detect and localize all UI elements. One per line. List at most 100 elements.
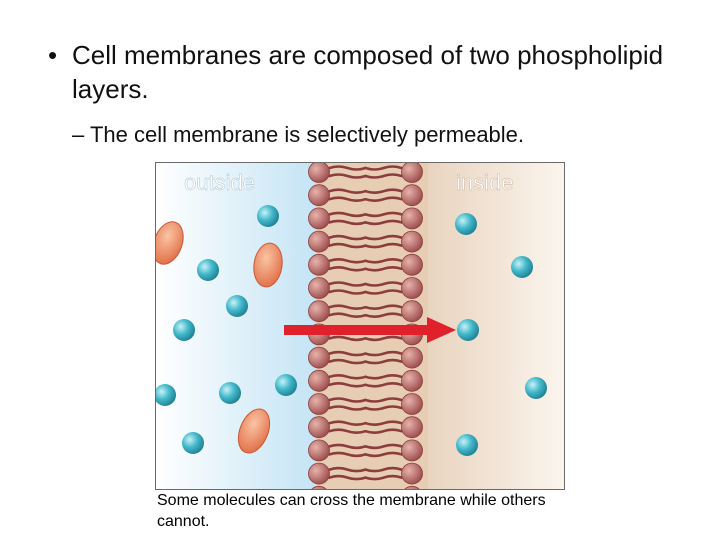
label-outside: outside <box>184 170 255 195</box>
large-molecule <box>253 242 283 288</box>
lipid-tail <box>364 420 403 426</box>
lipid-tail <box>364 242 403 249</box>
lipid-tail <box>364 258 403 264</box>
lipid-head <box>308 416 330 439</box>
lipid-tail <box>364 188 403 194</box>
lipid-head <box>401 184 423 207</box>
lipid-tail <box>328 451 367 458</box>
small-molecule <box>173 319 195 341</box>
lipid-tail <box>364 335 403 342</box>
lipid-tail <box>328 420 367 426</box>
lipid-tail <box>328 382 367 388</box>
small-molecule <box>525 377 547 399</box>
lipid-tail <box>328 312 367 318</box>
lipid-tail <box>364 443 403 450</box>
lipid-head <box>401 416 423 439</box>
lipid-tail <box>364 281 403 287</box>
large-molecule <box>156 221 184 265</box>
lipid-head <box>308 230 330 253</box>
small-molecule <box>275 374 297 396</box>
lipid-tail <box>328 397 367 403</box>
lipid-tail <box>328 304 367 310</box>
bullet-symbol: • <box>48 40 58 70</box>
lipid-tail <box>364 374 403 380</box>
lipid-head <box>308 253 330 276</box>
label-inside: inside <box>456 170 513 195</box>
small-molecule <box>197 259 219 281</box>
large-molecules <box>156 221 283 454</box>
lipid-tail <box>364 382 403 388</box>
lipid-tail <box>364 304 403 310</box>
bullet-sub: – The cell membrane is selectively perme… <box>72 122 525 147</box>
lipid-tail <box>328 258 367 264</box>
small-molecule <box>257 205 279 227</box>
lipid-tail <box>364 173 403 179</box>
lipid-tail <box>364 466 403 473</box>
lipid-head <box>308 462 330 485</box>
bullet-main-text: Cell membranes are composed of two phosp… <box>72 40 664 104</box>
lipid-head <box>401 346 423 369</box>
lipid-head <box>401 369 423 392</box>
lipid-tail <box>328 405 367 411</box>
lipid-head <box>404 485 420 489</box>
lipid-tail <box>364 196 403 202</box>
lipid-tail <box>364 405 403 411</box>
lipid-head <box>401 393 423 415</box>
lipid-tail <box>364 474 403 481</box>
lipid-tail <box>328 358 367 365</box>
lipid-tail <box>328 188 367 194</box>
lipid-head <box>401 277 423 299</box>
small-molecules <box>156 205 547 456</box>
lipid-head <box>308 393 330 415</box>
small-molecule <box>457 319 479 341</box>
lipid-tail <box>328 335 367 342</box>
lipid-head <box>308 277 330 299</box>
lipid-tail <box>328 242 367 249</box>
lipid-tail <box>328 266 367 272</box>
lipid-tail <box>328 443 367 450</box>
lipid-tail <box>328 466 367 473</box>
membrane-diagram: outside inside <box>155 162 565 490</box>
lipid-head <box>308 184 330 207</box>
lipid-head <box>401 462 423 485</box>
lipid-head <box>311 485 327 489</box>
lipid-tail <box>328 474 367 481</box>
lipid-tail <box>328 428 367 434</box>
lipid-tail <box>328 219 367 226</box>
lipid-tail <box>364 428 403 434</box>
lipid-head <box>401 300 423 323</box>
lipid-head <box>308 346 330 369</box>
lipid-tail <box>364 397 403 403</box>
lipid-head <box>401 163 423 183</box>
lipid-tail <box>328 350 367 357</box>
lipid-tail <box>328 173 367 179</box>
lipid-tail <box>364 211 403 218</box>
large-molecule <box>237 408 271 454</box>
lipid-tail <box>364 219 403 226</box>
lipid-head <box>401 439 423 462</box>
transport-arrow <box>284 317 456 343</box>
lipid-tail <box>364 350 403 357</box>
lipid-head <box>308 439 330 462</box>
lipid-tail <box>328 211 367 218</box>
lipid-tail <box>328 234 367 241</box>
lipid-tail <box>364 165 403 171</box>
lipid-tail <box>364 266 403 272</box>
lipid-tail <box>328 289 367 295</box>
small-molecule <box>455 213 477 235</box>
inside-region <box>428 163 564 489</box>
lipid-head <box>308 300 330 323</box>
lipid-tails <box>328 165 403 481</box>
lipid-heads <box>308 163 423 489</box>
membrane-svg: outside inside <box>156 163 564 489</box>
lipid-tail <box>328 281 367 287</box>
figure-caption: Some molecules can cross the membrane wh… <box>157 492 546 530</box>
lipid-head <box>308 369 330 392</box>
lipid-head <box>401 253 423 276</box>
lipid-tail <box>364 289 403 295</box>
lipid-tail <box>364 451 403 458</box>
lipid-head <box>401 207 423 230</box>
lipid-tail <box>328 165 367 171</box>
small-molecule <box>219 382 241 404</box>
lipid-tail <box>328 374 367 380</box>
